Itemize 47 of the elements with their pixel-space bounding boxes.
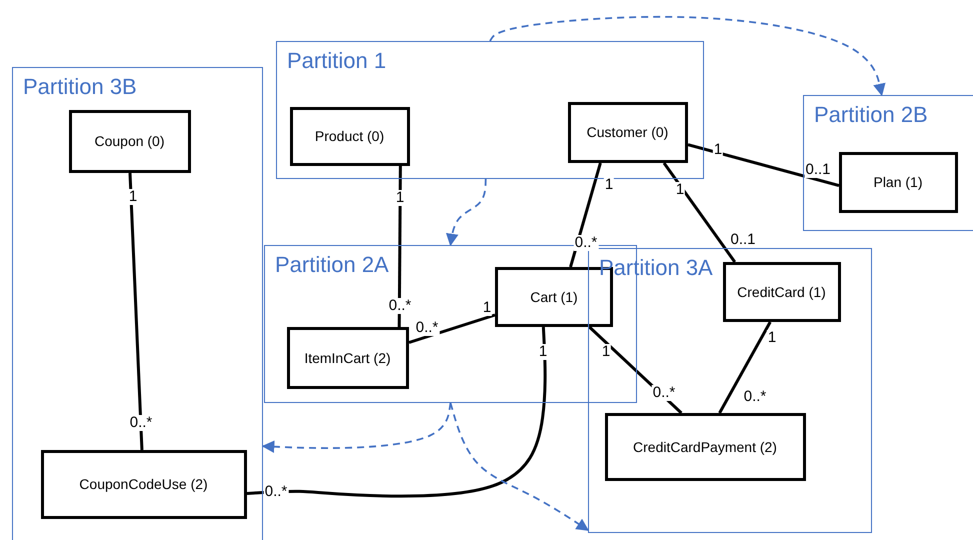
class-box [286, 326, 408, 388]
class-box [568, 102, 688, 162]
partition-title: Partition 2B [814, 102, 928, 128]
dependency-arrow [262, 402, 452, 453]
partition-frame [12, 67, 263, 540]
class-name: ItemInCart (2) [304, 350, 391, 366]
multiplicity-label: 0..1 [804, 162, 832, 178]
class-name: Product (0) [314, 128, 384, 144]
association-line [662, 162, 736, 263]
partition-frame [276, 41, 704, 179]
multiplicity-label: 1 [128, 189, 138, 205]
association-line [246, 326, 547, 498]
class-name: Coupon (0) [94, 133, 165, 149]
class-box [838, 152, 958, 212]
class-name: CreditCardPayment (2) [633, 438, 777, 454]
association-line [128, 172, 144, 450]
partition-title: Partition 3B [23, 74, 137, 100]
class-name: CreditCard (1) [737, 284, 826, 300]
multiplicity-label: 1 [482, 300, 492, 316]
class-name: Customer (0) [586, 124, 668, 140]
class-box [290, 106, 410, 166]
multiplicity-label: 1 [538, 344, 548, 360]
class-box [40, 450, 246, 518]
partition-title: Partition 2A [275, 252, 389, 278]
association-line [718, 321, 772, 414]
class-box [604, 412, 806, 480]
class-name: Cart (1) [530, 289, 578, 305]
dependency-arrow [446, 178, 487, 246]
multiplicity-label: 0..* [128, 415, 154, 431]
dependency-arrow [489, 16, 886, 96]
class-box [722, 262, 840, 322]
multiplicity-label: 1 [674, 182, 686, 198]
multiplicity-label: 1 [712, 142, 724, 158]
multiplicity-label: 1 [394, 190, 406, 206]
class-box [68, 110, 190, 172]
multiplicity-label: 0..* [574, 235, 598, 251]
dependency-arrow [450, 402, 590, 531]
association-line [408, 314, 496, 344]
partition-frame [588, 248, 872, 533]
multiplicity-label: 0..* [388, 298, 412, 314]
association-line [688, 143, 840, 187]
partition-frame [803, 95, 973, 231]
multiplicity-label: 0..* [414, 320, 440, 336]
class-name: CouponCodeUse (2) [79, 476, 208, 492]
multiplicity-label: 0..* [652, 385, 676, 401]
partition-title: Partition 1 [287, 48, 386, 74]
class-name: Plan (1) [873, 174, 923, 190]
